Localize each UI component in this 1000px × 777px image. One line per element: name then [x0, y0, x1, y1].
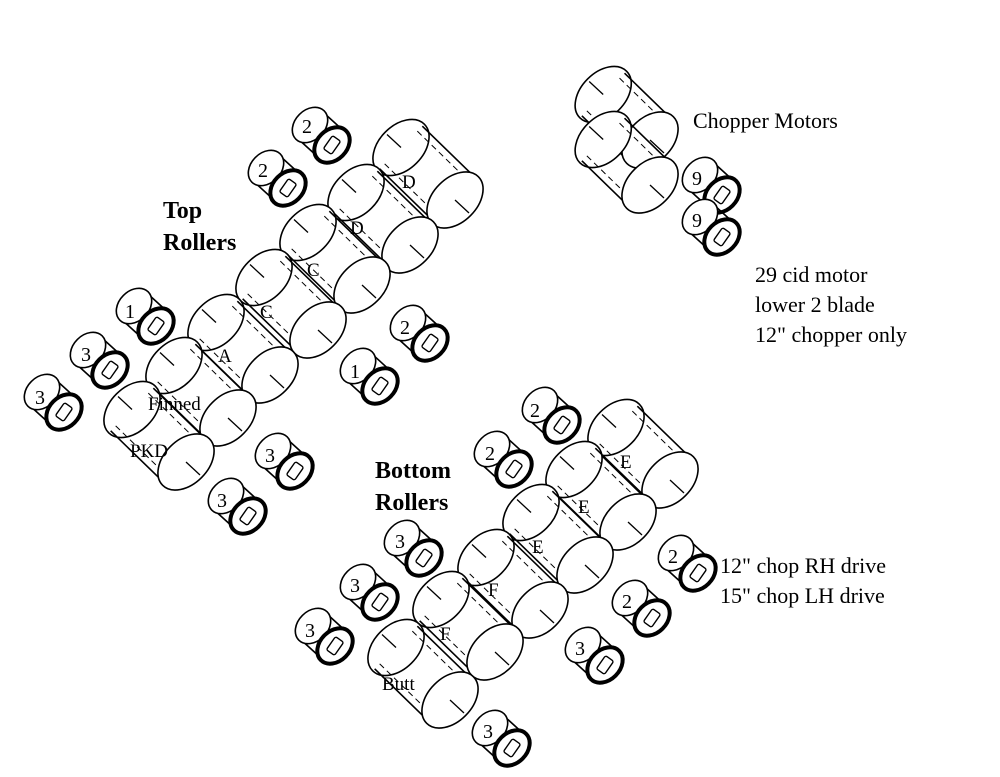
motor-f1-left — [383, 519, 444, 578]
roller-e3 — [502, 483, 614, 594]
motor-num-top-a-left: 1 — [125, 301, 135, 323]
roller-label-butt: Butt — [382, 674, 415, 695]
motor-top-d2 — [247, 149, 308, 208]
motor-e3-right — [611, 579, 672, 638]
note-29cid-line1: 29 cid motor — [755, 262, 868, 287]
roller-label-e1: E — [620, 452, 632, 473]
motor-f2-left — [339, 563, 400, 622]
roller-label-d2: D — [350, 218, 364, 239]
roller-d2 — [327, 163, 439, 274]
motor-num-f1-left: 3 — [395, 531, 405, 553]
motor-top-c1-right — [389, 304, 450, 363]
motor-num-top-finned-right: 3 — [265, 445, 275, 467]
roller-c2 — [235, 248, 347, 359]
motor-top-d1 — [291, 106, 352, 165]
motor-num-f2-right: 3 — [575, 638, 585, 660]
motor-top-a-left — [115, 287, 176, 346]
bottom-rollers-label-line2: Rollers — [375, 490, 448, 516]
motor-e2-left — [473, 430, 534, 489]
chopper-motors-label: Chopper Motors — [693, 108, 838, 133]
roller-d1 — [372, 118, 484, 229]
motor-top-pkd-right — [207, 477, 268, 536]
motor-num-top-pkd-right: 3 — [217, 490, 227, 512]
roller-label-f2: F — [440, 624, 451, 645]
motor-butt-right — [471, 709, 532, 768]
note-chop-line1: 12" chop RH drive — [720, 553, 886, 578]
roller-label-finned: Finned — [148, 394, 201, 415]
roller-label-a: A — [218, 346, 232, 367]
note-29cid-line3: 12" chopper only — [755, 322, 907, 347]
top-rollers-label-line1: Top — [163, 198, 202, 224]
motor-num-e2-right: 2 — [668, 546, 678, 568]
motor-num-top-d1: 2 — [302, 116, 312, 138]
bottom-rollers-label-line1: Bottom — [375, 458, 451, 484]
motor-e1-left — [521, 386, 582, 445]
top-rollers-label-line2: Rollers — [163, 230, 236, 256]
note-29cid-line2: lower 2 blade — [755, 292, 875, 317]
motor-num-e2-left: 2 — [485, 443, 495, 465]
motor-num-top-c1-right: 2 — [400, 317, 410, 339]
roller-label-c2: C — [260, 302, 273, 323]
roller-f2 — [412, 570, 524, 681]
roller-label-e2: E — [578, 497, 590, 518]
motor-top-pkd-left — [23, 373, 84, 432]
motor-f2-right — [564, 626, 625, 685]
roller-label-f1: F — [488, 580, 499, 601]
chopper-roller-2 — [574, 110, 679, 214]
motor-num-butt-left: 3 — [305, 620, 315, 642]
motor-num-top-d2: 2 — [258, 160, 268, 182]
roller-label-d1: D — [402, 172, 416, 193]
motor-num-chopper-2: 9 — [692, 210, 702, 232]
motor-num-e1-left: 2 — [530, 400, 540, 422]
motor-e2-right — [657, 534, 718, 593]
motor-num-top-pkd-left: 3 — [35, 387, 45, 409]
roller-butt — [367, 618, 479, 729]
motor-top-finned-left — [69, 331, 130, 390]
chopper-roller-1 — [574, 65, 679, 169]
motor-top-finned-right — [254, 432, 315, 491]
motor-num-butt-right: 3 — [483, 721, 493, 743]
motor-num-top-c2-right: 1 — [350, 361, 360, 383]
motor-num-f2-left: 3 — [350, 575, 360, 597]
roller-label-e3: E — [532, 537, 544, 558]
roller-pkd — [103, 380, 215, 491]
motor-num-e3-right: 2 — [622, 591, 632, 613]
motor-chopper-2 — [681, 198, 742, 257]
roller-label-pkd: PKD — [130, 441, 168, 462]
roller-label-c1: C — [307, 260, 320, 281]
roller-a — [187, 293, 299, 404]
motor-num-chopper-1: 9 — [692, 168, 702, 190]
motor-top-c2-right — [339, 347, 400, 406]
drawings — [23, 65, 742, 768]
note-chop-line2: 15" chop LH drive — [720, 583, 885, 608]
motor-num-top-finned-left: 3 — [81, 344, 91, 366]
motor-butt-left — [294, 607, 355, 666]
